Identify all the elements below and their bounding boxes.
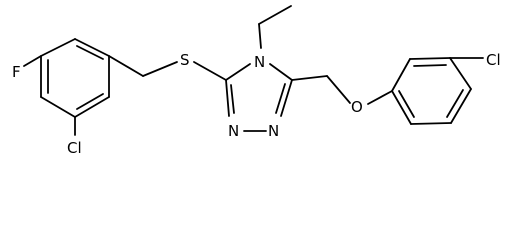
chlorofluorophenyl-ring	[40, 38, 110, 118]
oxygen-atom: O	[351, 98, 363, 116]
bond	[280, 79, 293, 117]
bond	[326, 75, 351, 104]
bond	[40, 38, 76, 57]
triazole-ring	[225, 63, 293, 132]
bond	[23, 55, 42, 67]
nitrogen-atom: N	[228, 122, 239, 140]
bond	[74, 96, 110, 118]
fluorine-atom: F	[12, 63, 21, 81]
bond	[193, 61, 227, 81]
bond	[413, 64, 447, 67]
chlorine-atom: Cl	[486, 51, 501, 69]
bond	[225, 79, 230, 117]
bond	[409, 57, 451, 60]
bond	[450, 88, 472, 124]
nitrogen-atom: N	[254, 53, 265, 71]
bond	[391, 58, 411, 92]
bond	[225, 63, 251, 81]
bond	[398, 90, 415, 118]
bond	[391, 90, 412, 125]
nitrogen-atom: N	[268, 122, 279, 140]
bond	[76, 93, 104, 110]
bond	[410, 122, 452, 125]
bond	[74, 38, 110, 57]
chlorine-atom: Cl	[67, 139, 82, 157]
bond	[291, 75, 328, 81]
bond	[275, 83, 286, 114]
bond	[258, 5, 292, 25]
bond	[258, 23, 262, 49]
bond	[108, 55, 144, 77]
bond	[142, 61, 178, 77]
bond	[40, 96, 76, 118]
bond	[367, 90, 393, 105]
molecular-structure: F Cl S N N N O Cl	[12, 5, 501, 157]
bond	[76, 45, 104, 60]
bond	[230, 84, 235, 114]
sulfur-atom: S	[180, 51, 190, 69]
bond	[269, 63, 293, 81]
chlorophenyl-ring	[391, 57, 472, 125]
bond	[446, 89, 464, 118]
bond	[449, 57, 472, 90]
